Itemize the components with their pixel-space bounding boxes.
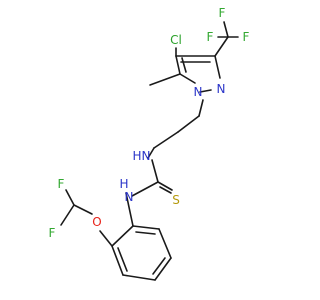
pyrazole-nitrogen-n2: N (217, 82, 226, 96)
chlorine-atom: Cl (170, 33, 182, 47)
molecule-structure: Cl F F F N N N H S H N O F F (49, 6, 250, 281)
thiourea-hydrogen-alkyl: H (132, 149, 141, 163)
bond-ar2-ar3 (111, 245, 124, 276)
bond-lines (60, 21, 239, 281)
molecule-canvas: Cl F F F N N N H S H N O F F (49, 6, 250, 281)
pyrazole-nitrogen-n1: N (194, 85, 203, 99)
thiourea-nitrogen-aryl: H (119, 177, 128, 191)
fluorine-atom-top: F (219, 6, 226, 20)
bond-nh-cs (151, 159, 159, 183)
bond-c3-n2 (214, 55, 221, 79)
bond-ar6-ar1 (132, 225, 160, 230)
bond-ar4-ar5-inner (152, 257, 166, 275)
fluorine-atom-left: F (207, 30, 214, 44)
bond-chf2-f-top (65, 189, 75, 206)
thiourea-nitrogen-alkyl: N (142, 149, 151, 163)
bond-n1-c5 (179, 73, 196, 84)
bond-ar5-ar6 (158, 228, 172, 259)
bond-c5-c4 (175, 55, 181, 75)
bond-ch2c-nh (147, 147, 155, 159)
bond-n1-ch2a (198, 99, 204, 117)
bond-ar1-ar2 (111, 225, 134, 247)
fluorine-atom-right: F (243, 30, 250, 44)
bond-ar4-ar5 (154, 257, 172, 281)
bond-cf3-f-top (223, 21, 229, 38)
bond-ar3-ar4 (122, 274, 156, 281)
bond-c5-c4-inner (181, 57, 187, 73)
bond-nh-aryl (125, 192, 134, 227)
sulfur-atom: S (172, 193, 180, 207)
bond-ar2-ar3-inner (117, 247, 128, 272)
bond-ch2a-ch2b (177, 115, 200, 133)
bond-chf2-f-bottom (60, 204, 75, 226)
fluorine-atom-chf2-bottom: F (49, 226, 56, 240)
thiourea-hydrogen-aryl: N (125, 190, 134, 204)
bond-cs-s (157, 181, 173, 191)
bond-c5-methyl (149, 73, 181, 86)
bond-ar2-o (99, 230, 113, 247)
oxygen-atom: O (92, 215, 101, 229)
fluorine-atom-chf2-top: F (58, 177, 65, 191)
atom-labels: Cl F F F N N N H S H N O F F (49, 6, 250, 240)
bond-ch2b-ch2c (153, 131, 179, 149)
bond-ar6-ar1-inner (135, 231, 156, 235)
bond-c3-cf3 (214, 36, 229, 57)
bond-cs-s-inner (159, 186, 172, 194)
bond-n2-n1 (199, 89, 212, 93)
bond-o-chf2 (73, 204, 93, 215)
bond-cs-nh-aryl (131, 181, 159, 197)
